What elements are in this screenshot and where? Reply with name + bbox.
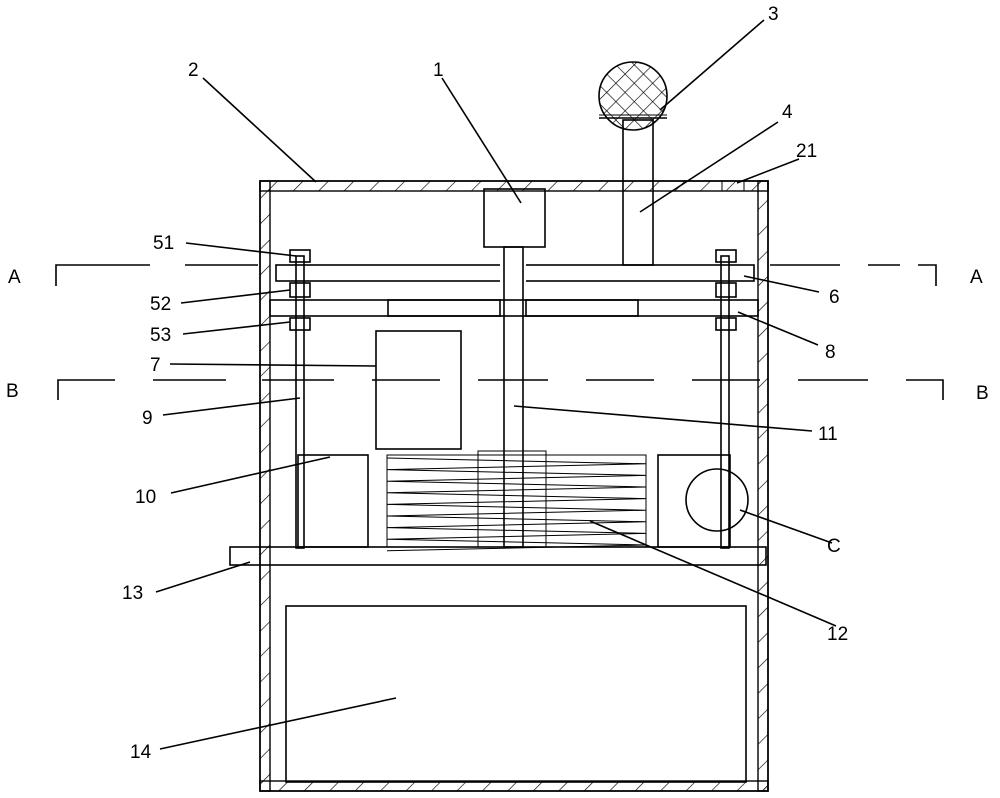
label-8: 8 bbox=[825, 342, 836, 363]
part-labels: 2 1 3 4 21 51 52 53 6 7 8 9 10 11 12 13 … bbox=[6, 4, 989, 763]
section-a-left: A bbox=[8, 267, 21, 288]
section-b-right: B bbox=[976, 383, 989, 404]
label-6: 6 bbox=[829, 287, 840, 308]
label-3: 3 bbox=[768, 4, 779, 25]
label-1: 1 bbox=[433, 60, 444, 81]
label-11: 11 bbox=[818, 424, 838, 445]
center-stack bbox=[386, 450, 647, 552]
label-4: 4 bbox=[782, 102, 793, 123]
bottom-tank bbox=[285, 605, 747, 783]
label-53: 53 bbox=[150, 325, 171, 346]
label-21: 21 bbox=[796, 141, 817, 162]
handle-knob bbox=[598, 61, 668, 266]
platform-plate bbox=[229, 546, 767, 566]
leader-lines bbox=[155, 19, 837, 750]
label-2: 2 bbox=[188, 60, 199, 81]
control-box bbox=[375, 330, 462, 450]
section-line-b bbox=[57, 379, 944, 400]
motor-block bbox=[483, 188, 546, 248]
coil-stacks bbox=[297, 454, 731, 548]
label-12: 12 bbox=[827, 624, 848, 645]
section-line-a bbox=[55, 264, 937, 286]
detail-circle-c bbox=[685, 468, 749, 532]
label-9: 9 bbox=[142, 408, 153, 429]
label-c: C bbox=[827, 536, 841, 557]
section-b-left: B bbox=[6, 381, 19, 402]
section-a-right: A bbox=[970, 267, 983, 288]
housing bbox=[259, 180, 769, 792]
label-52: 52 bbox=[150, 294, 171, 315]
label-10: 10 bbox=[135, 487, 156, 508]
label-51: 51 bbox=[153, 233, 174, 254]
label-7: 7 bbox=[150, 355, 161, 376]
label-13: 13 bbox=[122, 583, 143, 604]
label-14: 14 bbox=[130, 742, 152, 763]
top-plate bbox=[275, 262, 755, 284]
lower-plate bbox=[269, 299, 759, 317]
side-rods bbox=[289, 249, 737, 549]
